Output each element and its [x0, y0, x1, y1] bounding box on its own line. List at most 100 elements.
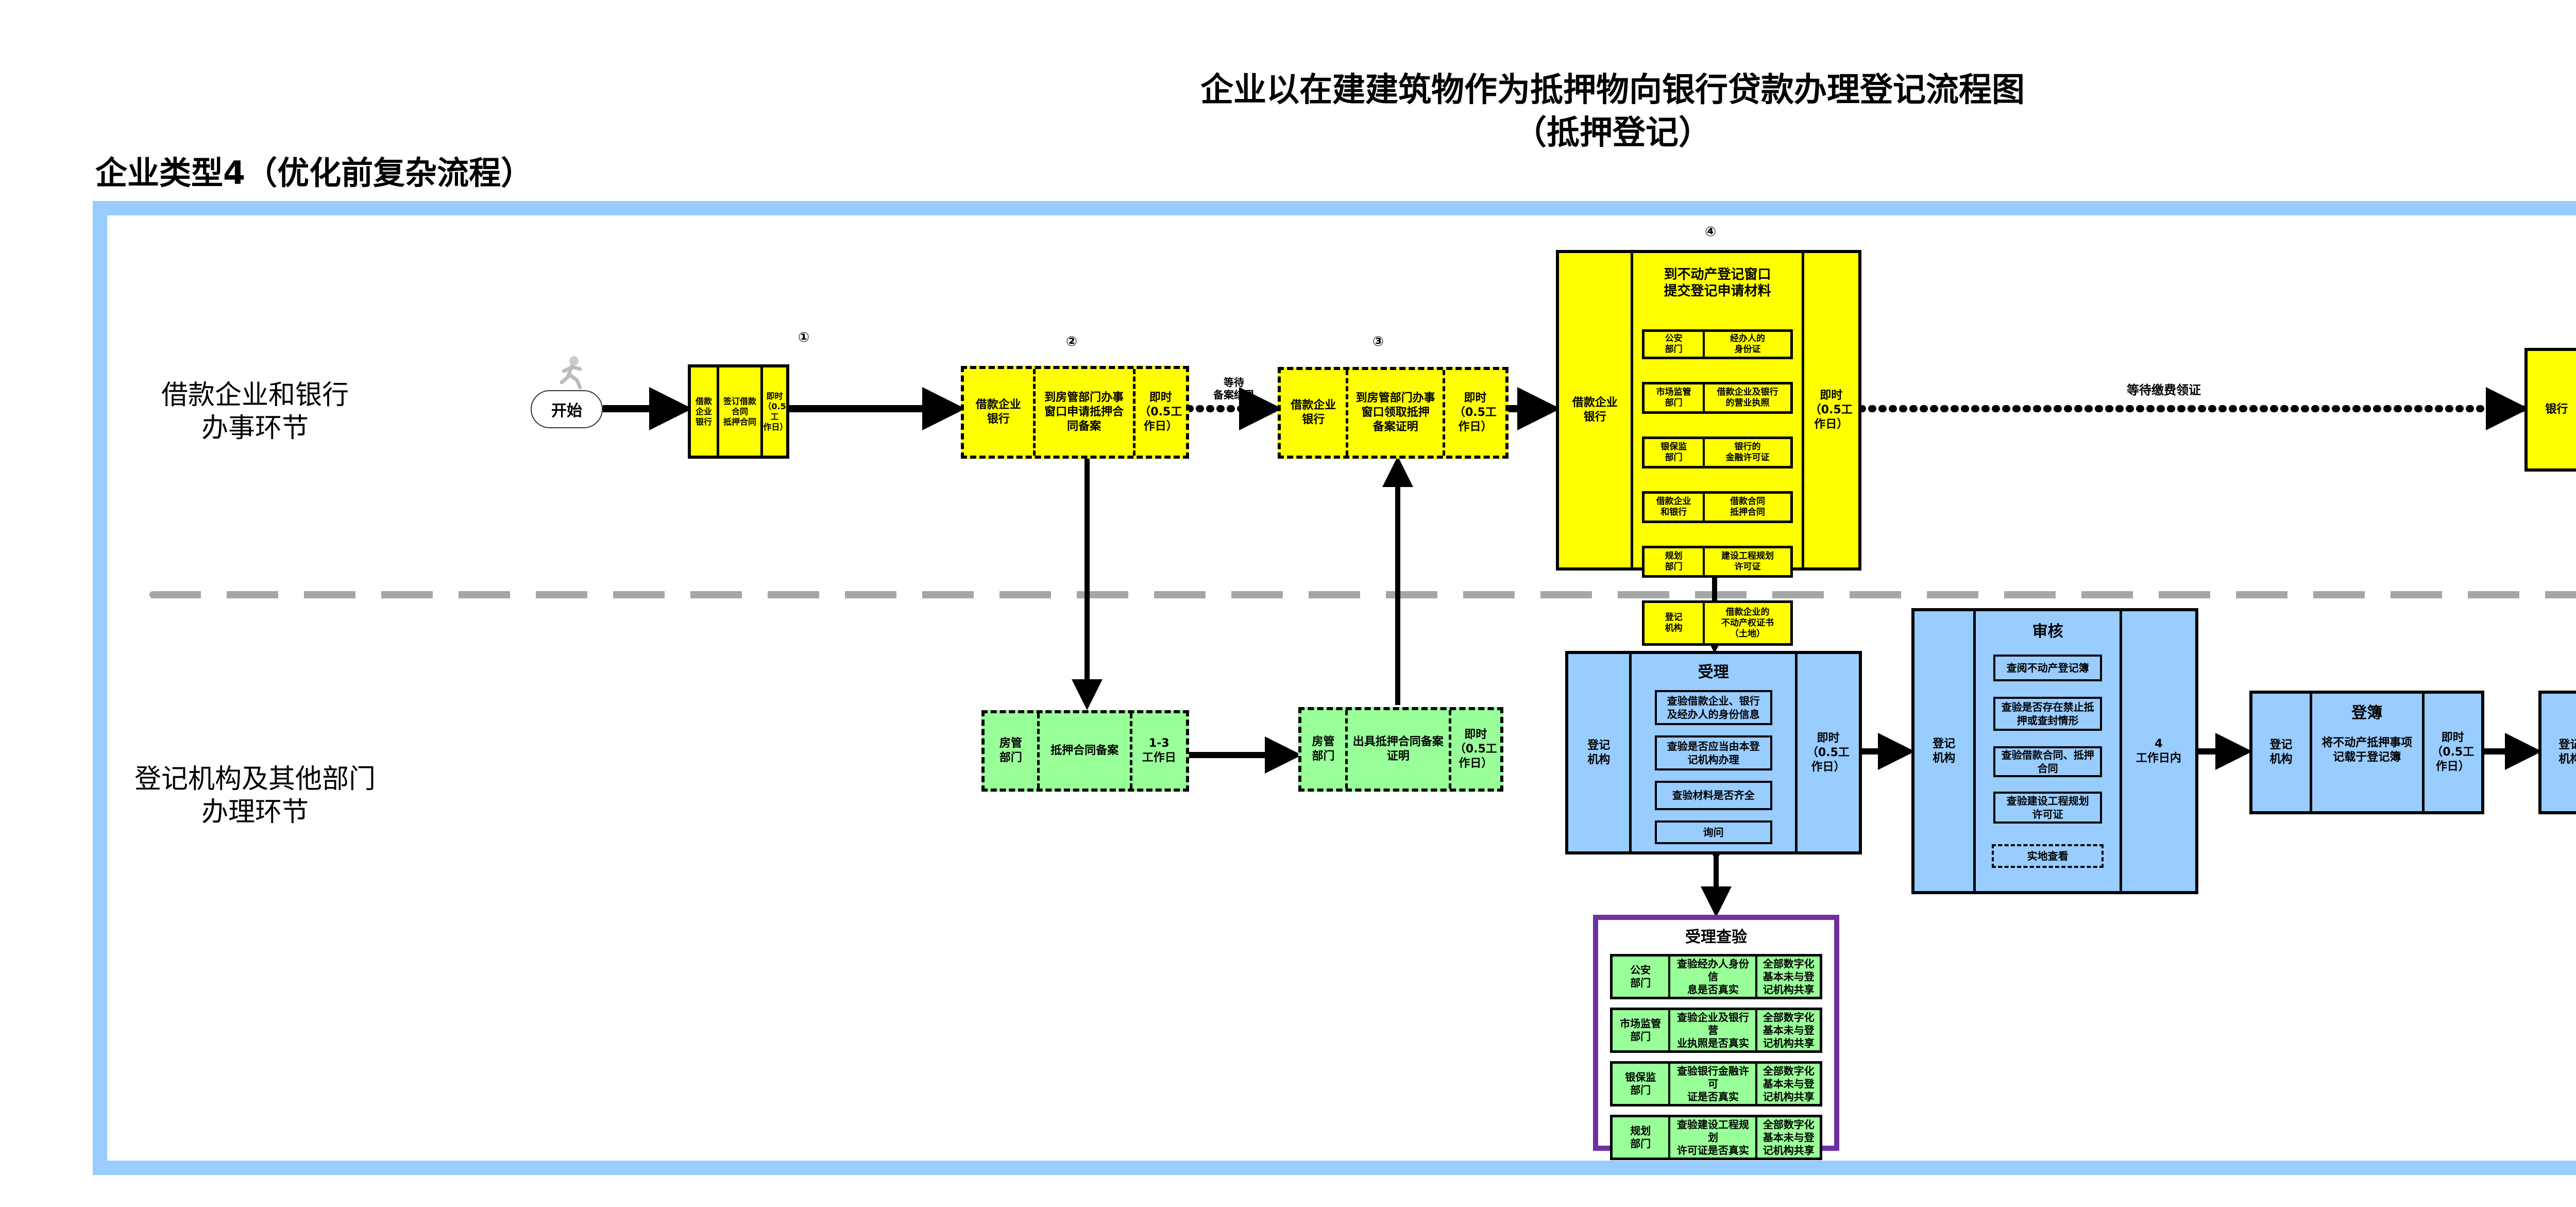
housing-filing-content: 抵押合同备案	[1037, 713, 1130, 789]
page-title-sub: （抵押登记）	[1514, 114, 1711, 152]
review-time: 4 工作日内	[2119, 611, 2195, 891]
certify-subject: 登记 机构	[2558, 739, 2576, 766]
verification-check: 查验建设工程规划 许可证是否真实	[1668, 1117, 1755, 1158]
review-heading: 审核	[2032, 623, 2063, 641]
accept-item: 查验材料是否齐全	[1654, 781, 1772, 810]
material-dept: 规划 部门	[1665, 551, 1683, 572]
verification-heading: 受理查验	[1685, 928, 1747, 946]
accept-item: 查验借款企业、银行 及经办人的身份信息	[1654, 690, 1772, 725]
step1-box: 借款企业 银行 签订借款合同 抵押合同 即时 （0.5工 作日）	[688, 364, 789, 459]
step1-time: 即时 （0.5工 作日）	[760, 367, 788, 456]
step5-box: 银行 缴费 到不动产登记窗口 缴纳登记费 即时 （0.5工 作日）	[2524, 348, 2576, 472]
material-row: 银保监 部门 银行的 金融许可证	[1642, 437, 1793, 468]
diagram-frame	[93, 201, 2576, 1175]
review-item: 查阅不动产登记簿	[1993, 655, 2103, 681]
material-row: 规划 部门 建设工程规划 许可证	[1642, 546, 1793, 578]
material-row: 借款企业 和银行 借款合同 抵押合同	[1642, 491, 1793, 523]
step4-materials: 公安 部门 经办人的 身份证 市场监管 部门 借款企业及银行 的营业执照 银保监…	[1642, 311, 1793, 664]
verification-row: 银保监 部门 查验银行金融许可 证是否真实 全部数字化 基本未与登 记机构共享	[1609, 1061, 1823, 1107]
review-item: 查验是否存在禁止抵 押或查封情形	[1993, 697, 2103, 731]
step2-time: 即时 （0.5工 作日）	[1132, 369, 1186, 456]
material-dept: 登记 机构	[1665, 612, 1683, 633]
material-dept: 公安 部门	[1665, 333, 1683, 355]
accept-subject: 登记 机构	[1587, 739, 1611, 766]
verification-check: 查验经办人身份信 息是否真实	[1668, 957, 1755, 997]
step3-time: 即时 （0.5工 作日）	[1442, 370, 1505, 456]
runner-icon	[556, 356, 587, 392]
record-content-col: 登簿 将不动产抵押事项 记载于登记簿	[2310, 694, 2422, 811]
material-item: 借款企业的 不动产权证书 （土地）	[1703, 603, 1790, 643]
step4-content: 到不动产登记窗口 提交登记申请材料 公安 部门 经办人的 身份证 市场监管 部门…	[1631, 253, 1801, 646]
step2-content: 到房管部门办事 窗口申请抵押合 同备案	[1032, 369, 1133, 456]
wait-fee-label: 等待缴费领证	[2127, 383, 2201, 397]
step-number-2: ②	[1065, 334, 1077, 349]
material-row: 公安 部门 经办人的 身份证	[1642, 329, 1793, 359]
process-type-heading: 企业类型4（优化前复杂流程）	[95, 154, 533, 192]
record-box: 登记 机构 登簿 将不动产抵押事项 记载于登记簿 即时 （0.5工 作日）	[2249, 691, 2484, 814]
verification-dept: 市场监管 部门	[1620, 1017, 1662, 1043]
material-dept: 银保监 部门	[1660, 442, 1687, 463]
housing-filing-subject: 房管 部门	[999, 737, 1022, 764]
step4-subject: 借款企业 银行	[1572, 396, 1618, 424]
record-content: 将不动产抵押事项 记载于登记簿	[2321, 736, 2413, 764]
record-subject: 登记 机构	[2269, 739, 2293, 766]
material-item: 借款企业及银行 的营业执照	[1703, 384, 1790, 411]
review-optional-item: 实地查看	[1992, 844, 2104, 868]
step-number-1: ①	[798, 330, 809, 345]
step4-time: 即时 （0.5工 作日）	[1801, 253, 1858, 567]
verification-check: 查验企业及银行营 业执照是否真实	[1668, 1010, 1755, 1050]
lane-label-applicant: 借款企业和银行 办事环节	[161, 380, 349, 444]
verification-status: 全部数字化 基本未与登 记机构共享	[1755, 1117, 1820, 1158]
material-row: 登记 机构 借款企业的 不动产权证书 （土地）	[1642, 600, 1793, 646]
review-item: 查验借款合同、抵押 合同	[1993, 746, 2103, 777]
page-title: 企业以在建建筑物作为抵押物向银行贷款办理登记流程图	[1200, 71, 2025, 109]
material-item: 建设工程规划 许可证	[1703, 548, 1790, 575]
step2-box: 借款企业 银行 到房管部门办事 窗口申请抵押合 同备案 即时 （0.5工 作日）	[961, 366, 1189, 459]
accept-content: 受理 查验借款企业、银行 及经办人的身份信息 查验是否应当由本登 记机构办理 查…	[1629, 654, 1794, 851]
review-item: 查验建设工程规划 许可证	[1993, 792, 2103, 824]
step4-box: 借款企业 银行 到不动产登记窗口 提交登记申请材料 公安 部门 经办人的 身份证…	[1556, 250, 1861, 646]
step3-subject: 借款企业 银行	[1291, 399, 1336, 426]
housing-filing-box: 房管 部门 抵押合同备案 1-3 工作日	[981, 710, 1189, 792]
filing-certificate-content: 出具抵押合同备案 证明	[1345, 710, 1449, 789]
step-number-4: ④	[1704, 224, 1716, 240]
review-subject: 登记 机构	[1933, 737, 1956, 765]
material-dept: 借款企业 和银行	[1656, 496, 1691, 517]
verification-check: 查验银行金融许可 证是否真实	[1668, 1064, 1755, 1104]
accept-item: 查验是否应当由本登 记机构办理	[1654, 735, 1772, 770]
material-row: 市场监管 部门 借款企业及银行 的营业执照	[1642, 382, 1793, 414]
material-item: 经办人的 身份证	[1703, 332, 1790, 357]
material-item: 借款合同 抵押合同	[1703, 494, 1790, 521]
verification-dept: 公安 部门	[1630, 964, 1651, 989]
verification-row: 市场监管 部门 查验企业及银行营 业执照是否真实 全部数字化 基本未与登 记机构…	[1609, 1008, 1823, 1053]
verification-row: 规划 部门 查验建设工程规划 许可证是否真实 全部数字化 基本未与登 记机构共享	[1609, 1115, 1823, 1160]
step3-content: 到房管部门办事 窗口领取抵押 备案证明	[1346, 370, 1442, 456]
review-box: 登记 机构 审核 查阅不动产登记簿 查验是否存在禁止抵 押或查封情形 查验借款合…	[1911, 608, 2198, 894]
step4-heading: 到不动产登记窗口 提交登记申请材料	[1664, 267, 1771, 299]
step1-subject: 借款企业 银行	[695, 396, 712, 427]
material-item: 银行的 金融许可证	[1703, 439, 1790, 466]
step1-content: 签订借款合同 抵押合同	[716, 367, 760, 456]
step2-subject: 借款企业 银行	[975, 398, 1021, 426]
filing-certificate-subject: 房管 部门	[1312, 735, 1335, 763]
wait-filing-label: 等待 备案结果	[1213, 376, 1255, 401]
housing-filing-time: 1-3 工作日	[1129, 713, 1186, 789]
step-number-3: ③	[1372, 334, 1384, 349]
start-node: 开始	[531, 390, 603, 428]
accept-item: 询问	[1654, 820, 1772, 844]
filing-certificate-box: 房管 部门 出具抵押合同备案 证明 即时 （0.5工 作日）	[1298, 707, 1503, 792]
step5-subject: 银行	[2545, 403, 2568, 416]
record-heading: 登簿	[2351, 704, 2383, 722]
lane-divider	[149, 591, 2576, 598]
verification-dept: 规划 部门	[1630, 1125, 1651, 1150]
certify-box: 登记 机构 制证 打印不动产登记证 明，通知借款企业 取回不动产权证 书、银行领…	[2538, 691, 2576, 814]
record-time: 即时 （0.5工 作日）	[2421, 694, 2481, 811]
review-content: 审核 查阅不动产登记簿 查验是否存在禁止抵 押或查封情形 查验借款合同、抵押 合…	[1973, 611, 2119, 891]
accept-heading: 受理	[1698, 663, 1729, 681]
lane-label-registry: 登记机构及其他部门 办理环节	[134, 764, 376, 828]
verification-row: 公安 部门 查验经办人身份信 息是否真实 全部数字化 基本未与登 记机构共享	[1609, 954, 1823, 999]
material-dept: 市场监管 部门	[1656, 387, 1691, 408]
verification-dept: 银保监 部门	[1625, 1071, 1656, 1096]
verification-status: 全部数字化 基本未与登 记机构共享	[1755, 1064, 1820, 1104]
